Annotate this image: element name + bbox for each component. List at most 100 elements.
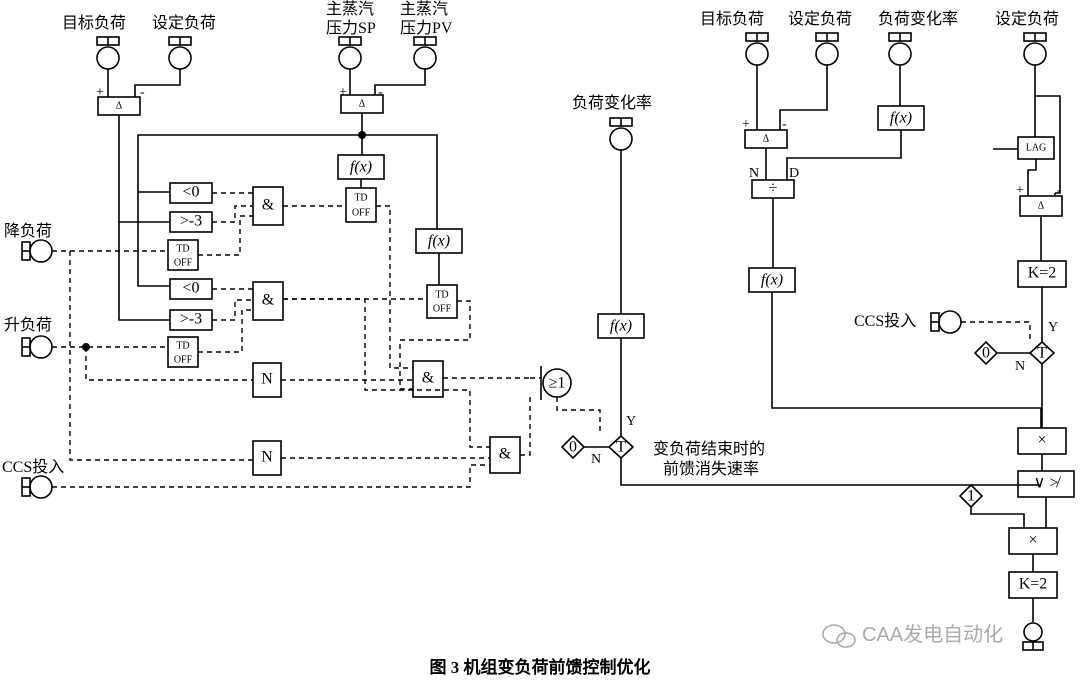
set-load-input-icon-2 (815, 32, 839, 66)
output-terminal-icon (1022, 622, 1044, 651)
and-gate-3 (412, 360, 444, 398)
load-rate-mid-label: 负荷变化率 (572, 94, 652, 112)
delta-3-plus: + (742, 117, 750, 132)
delta-2-text: Δ (359, 98, 366, 109)
ff-rate-label-2: 前馈消失速率 (663, 460, 759, 478)
steam-pv-input-icon (413, 36, 437, 70)
not-gate-1 (252, 362, 282, 398)
t-switch-1-text: T (616, 439, 626, 456)
td-off-3-off: OFF (174, 257, 193, 268)
lt0-1-text: <0 (182, 184, 199, 201)
delta-1-text: Δ (116, 100, 123, 111)
div-d-pin: D (789, 166, 799, 181)
fx-steam-text: f(x) (428, 233, 450, 250)
target-load-input-icon (96, 36, 120, 70)
t-switch-2-n: N (1015, 359, 1025, 374)
watermark-text: CAA发电自动化 (862, 623, 1003, 646)
ff-rate-label-1: 变负荷结束时的 (653, 440, 765, 458)
mul-1-text: × (1037, 432, 1046, 449)
one-text: 1 (967, 488, 975, 505)
gtm3-2-text: >-3 (180, 311, 202, 328)
not-1-text: N (261, 371, 273, 388)
steam-sp-input-icon (338, 36, 362, 70)
gain-2-text: K=2 (1019, 576, 1048, 593)
target-load-label: 目标负荷 (62, 14, 126, 32)
t-switch-2-y: Y (1048, 320, 1058, 335)
fx-load-rate-text: f(x) (610, 318, 632, 335)
ccs-in-right-input-icon (930, 310, 962, 334)
t-switch-1-n: N (591, 452, 601, 467)
delta-2-plus: + (339, 85, 347, 100)
load-rate-input-icon (609, 117, 633, 151)
gain-1-text: K=2 (1028, 265, 1057, 282)
minmax-text: ∨ ≯ (1034, 475, 1062, 492)
zero-1-text: 0 (569, 439, 577, 456)
wechat-icon (822, 624, 856, 648)
set-load-input-icon-3 (1023, 32, 1047, 66)
gain-block-2 (1008, 571, 1058, 599)
ccs-in-left-label: CCS投入 (2, 458, 64, 476)
zero-const-2 (973, 340, 999, 366)
td-off-block-pressure (345, 187, 377, 223)
td-off-1-td: TD (354, 192, 367, 203)
set-load-label-3: 设定负荷 (995, 10, 1059, 28)
set-load-label: 设定负荷 (152, 14, 216, 32)
load-rate-input-icon-2 (888, 32, 912, 66)
not-2-text: N (261, 449, 273, 466)
target-load-input-icon-2 (745, 32, 769, 66)
ccs-in-left-input-icon (21, 475, 53, 499)
delta-4-text: Δ (1038, 200, 1045, 211)
and-3-text: & (422, 370, 435, 387)
td-off-3-td: TD (176, 243, 189, 254)
delta-2-minus: - (378, 85, 383, 100)
t-switch-1-y: Y (626, 414, 636, 429)
zero-2-text: 0 (982, 345, 990, 362)
delta-1-minus: - (140, 85, 145, 100)
mul-2-text: × (1028, 532, 1037, 549)
decrease-load-label: 降负荷 (4, 222, 52, 240)
and-gate-4 (489, 436, 521, 474)
main-steam-pv-label-1: 主蒸汽 (400, 0, 448, 18)
td-off-2-off: OFF (433, 303, 452, 314)
delta-1-plus: + (96, 85, 104, 100)
and-4-text: & (499, 446, 512, 463)
increase-load-label: 升负荷 (4, 316, 52, 334)
or-text: ≥1 (549, 375, 566, 392)
delta-4-plus: + (1016, 183, 1024, 198)
main-steam-sp-label-1: 主蒸汽 (326, 0, 374, 18)
main-steam-sp-label-2: 压力SP (326, 19, 376, 37)
gtm3-1-text: >-3 (180, 213, 202, 230)
delta-3-minus: - (782, 117, 787, 132)
fx-block-steam (415, 228, 463, 254)
zero-const-1 (560, 434, 586, 460)
delta-3-text: Δ (763, 133, 770, 144)
t-switch-2-text: T (1037, 345, 1047, 362)
td-off-2-td: TD (435, 289, 448, 300)
target-load-label-2: 目标负荷 (700, 10, 764, 28)
increase-load-input-icon (21, 335, 53, 359)
fx-pressure-text: f(x) (350, 159, 372, 176)
multiply-block-2 (1008, 527, 1058, 555)
td-off-4-td: TD (176, 340, 189, 351)
delta-4-minus: - (1057, 183, 1062, 198)
and-2-text: & (262, 292, 275, 309)
td-off-4-off: OFF (174, 354, 193, 365)
set-load-label-2: 设定负荷 (788, 10, 852, 28)
fx-div-text: f(x) (761, 272, 783, 289)
divide-text: ÷ (769, 180, 778, 197)
main-steam-pv-label-2: 压力PV (400, 19, 453, 37)
div-n-pin: N (749, 166, 759, 181)
and-gate-2 (252, 281, 284, 321)
fx-block-pressure (337, 154, 385, 180)
lag-text: LAG (1026, 142, 1047, 153)
fx-rate-right-text: f(x) (890, 110, 912, 127)
figure-caption: 图 3 机组变负荷前馈控制优化 (430, 657, 651, 677)
lt0-2-text: <0 (182, 280, 199, 297)
min-max-select-block (1017, 470, 1075, 498)
fx-block-rate-right (877, 105, 925, 131)
load-rate-label-2: 负荷变化率 (878, 10, 958, 28)
ccs-in-right-label: CCS投入 (854, 312, 916, 330)
td-off-1-off: OFF (352, 207, 371, 218)
set-load-input-icon (168, 36, 192, 70)
